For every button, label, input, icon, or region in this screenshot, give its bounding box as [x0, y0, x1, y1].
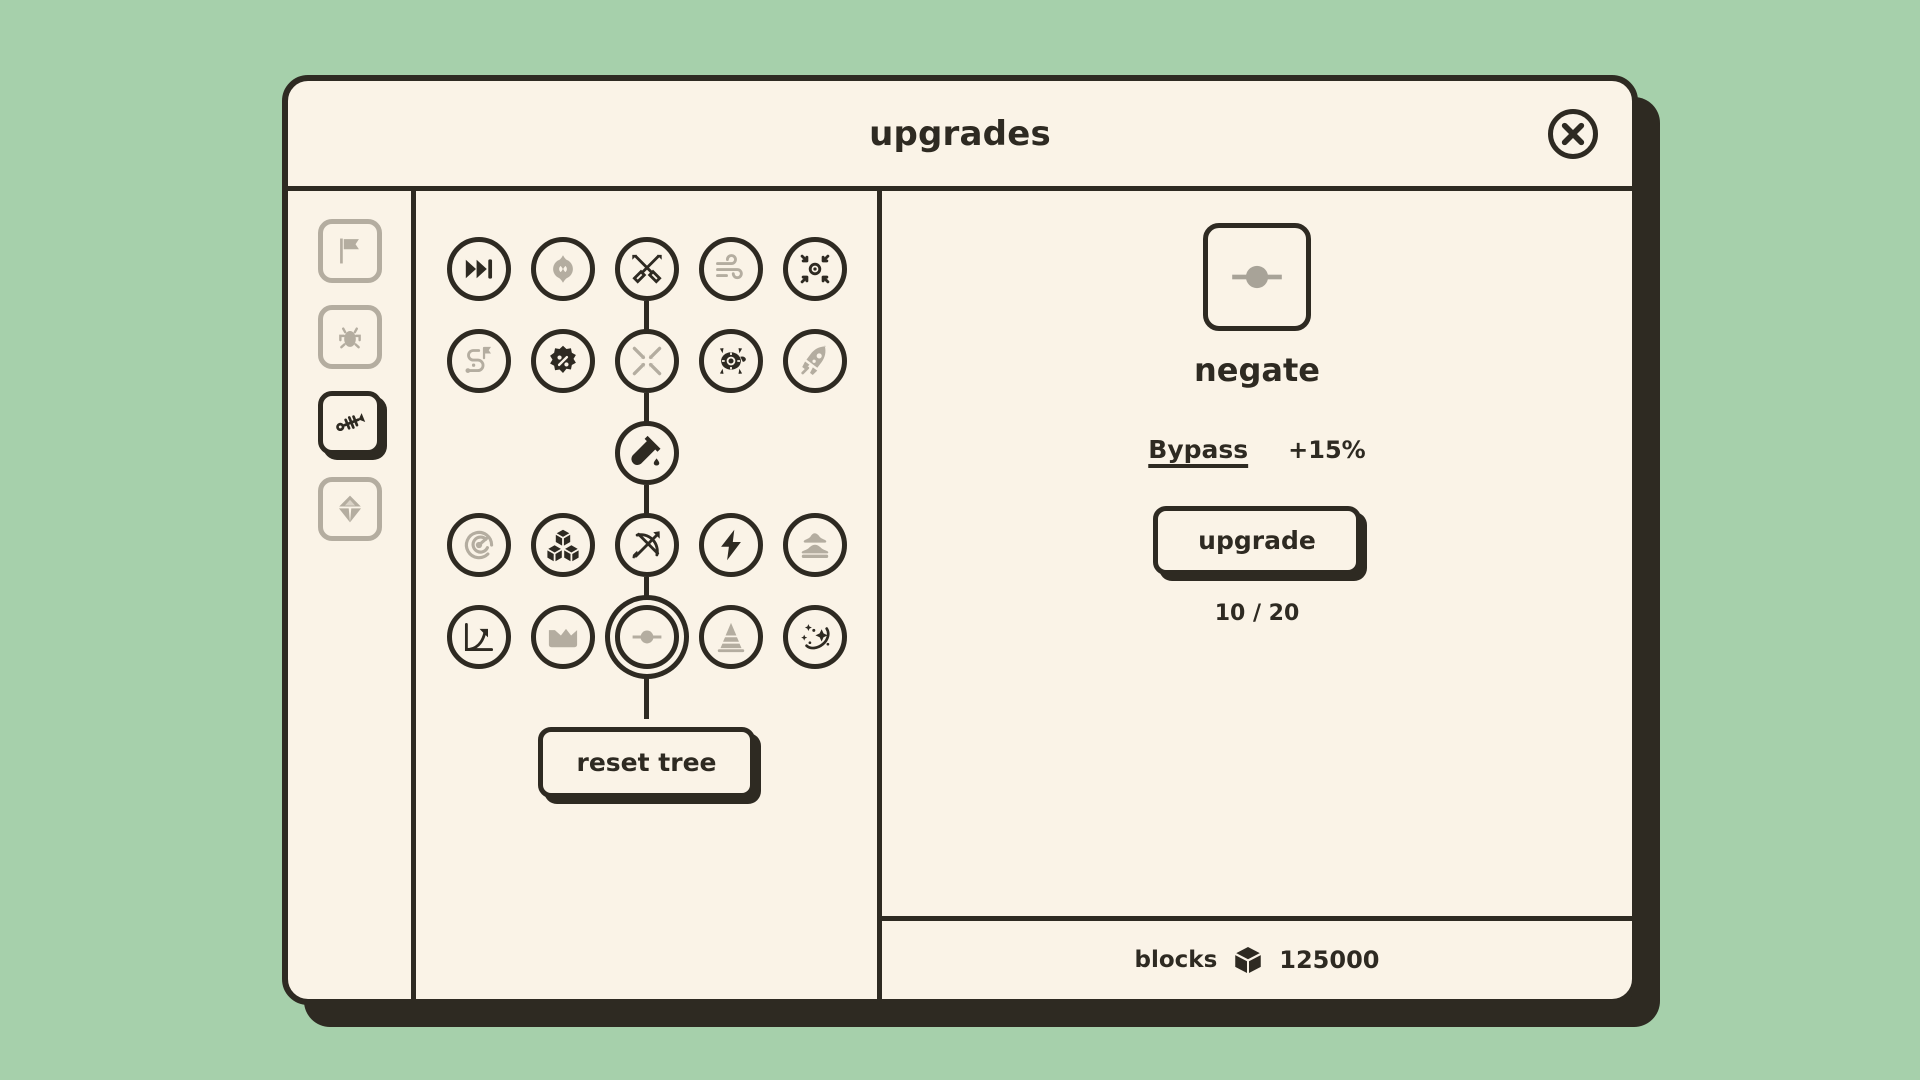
- page-title: upgrades: [869, 113, 1051, 154]
- tree-node-skip-forward[interactable]: [446, 237, 511, 301]
- cube-icon: [1233, 945, 1263, 975]
- tree-connector-5: [644, 669, 649, 719]
- detail-stat-value: +15%: [1288, 436, 1366, 464]
- rocks-icon: [801, 533, 828, 559]
- test-tube-icon: [630, 435, 660, 466]
- tree-node-percent-badge[interactable]: [530, 329, 595, 393]
- crossed-swords-icon: [631, 254, 662, 284]
- tree-connector-3: [644, 485, 649, 535]
- tree-row: [446, 591, 847, 683]
- detail-stat-label[interactable]: Bypass: [1148, 435, 1249, 464]
- tree-node-negate[interactable]: [614, 605, 679, 669]
- lightning-icon: [720, 529, 741, 561]
- detail-upgrade-name: negate: [1194, 351, 1320, 389]
- currency-label: blocks: [1134, 947, 1218, 973]
- rocket-icon: [800, 345, 826, 375]
- crown-icon: [548, 628, 577, 648]
- tree-node-rocket[interactable]: [782, 329, 847, 393]
- detail-panel: negate Bypass +15% upgrade 10 / 20 block…: [882, 191, 1632, 999]
- tree-row: [446, 223, 847, 315]
- category-sidebar: [288, 191, 416, 999]
- sidebar-item-crystal[interactable]: [317, 477, 382, 541]
- window-titlebar: upgrades: [288, 81, 1632, 191]
- bug-icon: [338, 327, 361, 349]
- flag-icon: [339, 238, 359, 264]
- close-icon: [1561, 122, 1585, 145]
- tree-node-bow-arrow[interactable]: [614, 513, 679, 577]
- clover-icon: [552, 255, 573, 283]
- detail-icon-box: [1203, 223, 1311, 331]
- target-focus-icon: [800, 254, 829, 284]
- sidebar-item-flag[interactable]: [317, 219, 382, 283]
- detail-main: negate Bypass +15% upgrade 10 / 20: [882, 191, 1632, 921]
- tree-node-clover[interactable]: [530, 237, 595, 301]
- negate-icon: [1232, 265, 1282, 289]
- skip-forward-icon: [465, 259, 492, 279]
- tree-node-route[interactable]: [446, 329, 511, 393]
- sidebar-item-fish-bone[interactable]: [317, 391, 382, 455]
- detail-stat-row: Bypass +15%: [1148, 435, 1365, 464]
- tree-node-boxes[interactable]: [530, 513, 595, 577]
- tree-connector-2: [644, 393, 649, 443]
- traffic-cone-icon: [717, 622, 744, 653]
- upgrades-window: upgrades: [282, 75, 1660, 1027]
- negate-icon: [632, 630, 661, 644]
- tree-node-growth-arrow[interactable]: [446, 605, 511, 669]
- tree-connector-4: [644, 577, 649, 627]
- tree-node-turtle[interactable]: [698, 329, 763, 393]
- percent-badge-icon: [549, 345, 576, 373]
- tree-node-test-tube[interactable]: [614, 421, 679, 485]
- tree-row: [446, 315, 847, 407]
- fish-bone-icon: [335, 413, 365, 432]
- tree-row: [447, 407, 847, 499]
- upgrade-tree-grid: [446, 223, 847, 719]
- tree-row: [446, 499, 847, 591]
- bow-arrow-icon: [631, 531, 660, 559]
- turtle-icon: [719, 348, 746, 374]
- boxes-icon: [546, 529, 579, 562]
- window-frame: upgrades: [282, 75, 1638, 1005]
- currency-footer: blocks 125000: [882, 921, 1632, 999]
- close-button[interactable]: [1548, 108, 1598, 159]
- upgrade-button[interactable]: upgrade: [1153, 506, 1361, 575]
- upgrade-tree-column: reset tree: [416, 191, 882, 999]
- wind-icon: [715, 254, 743, 280]
- tree-node-shrink[interactable]: [614, 329, 679, 393]
- tree-node-rocks[interactable]: [782, 513, 847, 577]
- crystal-icon: [338, 495, 361, 523]
- shrink-arrows-icon: [632, 346, 661, 376]
- tree-node-wind[interactable]: [698, 237, 763, 301]
- tree-node-speedometer[interactable]: [446, 513, 511, 577]
- tree-connector-1: [644, 301, 649, 351]
- growth-arrow-icon: [464, 622, 493, 652]
- window-body: reset tree negate Bypass +15%: [288, 191, 1632, 999]
- currency-value: 125000: [1279, 946, 1380, 974]
- tree-node-sparkles[interactable]: [782, 605, 847, 669]
- sidebar-item-bug[interactable]: [317, 305, 382, 369]
- tree-node-crossed-swords[interactable]: [614, 237, 679, 301]
- route-icon: [465, 346, 491, 373]
- tree-node-cone[interactable]: [698, 605, 763, 669]
- speedometer-icon: [464, 530, 493, 560]
- tree-node-target-focus[interactable]: [782, 237, 847, 301]
- upgrade-progress-count: 10 / 20: [1214, 601, 1300, 626]
- sparkles-icon: [800, 624, 830, 650]
- tree-node-crown[interactable]: [530, 605, 595, 669]
- reset-tree-button[interactable]: reset tree: [537, 727, 756, 798]
- tree-node-lightning[interactable]: [698, 513, 763, 577]
